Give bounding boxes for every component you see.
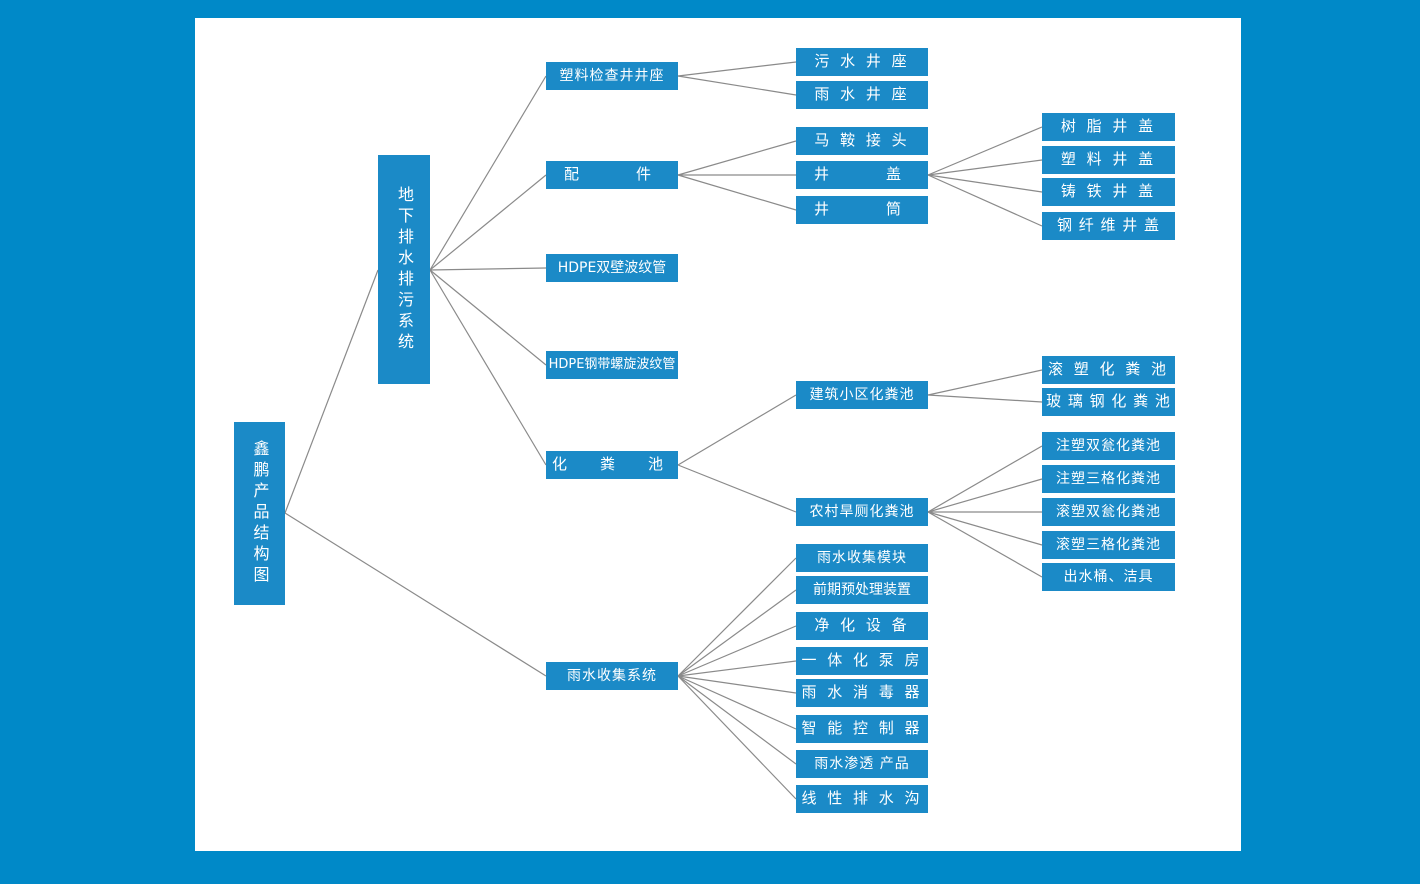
node-rotomolded-double-urn-septic[interactable]: 滚塑双瓮化粪池 <box>1042 498 1175 526</box>
node-rain-well-base-label: 雨 水 井 座 <box>814 85 910 104</box>
node-frp-septic-tank[interactable]: 玻 璃 钢 化 粪 池 <box>1042 388 1175 416</box>
node-outlet-barrel-sanitary-ware[interactable]: 出水桶、洁具 <box>1042 563 1175 591</box>
node-purification-equipment-label: 净 化 设 备 <box>814 616 910 635</box>
node-rural-toilet-septic-tank[interactable]: 农村旱厕化粪池 <box>796 498 928 526</box>
node-steel-fiber-manhole-cover-label: 钢 纤 维 井 盖 <box>1056 216 1161 235</box>
node-rainwater-infiltration-products[interactable]: 雨水渗透 产品 <box>796 750 928 778</box>
node-linear-drainage-channel-label: 线 性 排 水 沟 <box>801 789 923 808</box>
node-manhole-cover-label: 井 盖 <box>813 165 910 184</box>
node-underground-system-label: 地下排水排污系统 <box>395 185 414 354</box>
node-rotomolded-septic-tank-label: 滚 塑 化 粪 池 <box>1047 360 1170 379</box>
node-frp-septic-tank-label: 玻 璃 钢 化 粪 池 <box>1046 392 1171 411</box>
node-cast-iron-manhole-cover[interactable]: 铸 铁 井 盖 <box>1042 178 1175 206</box>
node-root-label: 鑫鹏产品结构图 <box>250 440 270 587</box>
node-pretreatment-device-label: 前期预处理装置 <box>813 581 911 598</box>
node-linear-drainage-channel[interactable]: 线 性 排 水 沟 <box>796 785 928 813</box>
node-plastic-inspection-base-label: 塑料检查井井座 <box>559 67 665 84</box>
node-resin-manhole-cover-label: 树 脂 井 盖 <box>1060 117 1157 136</box>
node-saddle-joint[interactable]: 马 鞍 接 头 <box>796 127 928 155</box>
node-well-shaft[interactable]: 井 筒 <box>796 196 928 224</box>
node-rainwater-collection-module[interactable]: 雨水收集模块 <box>796 544 928 572</box>
node-rainwater-system[interactable]: 雨水收集系统 <box>546 662 678 690</box>
node-resin-manhole-cover[interactable]: 树 脂 井 盖 <box>1042 113 1175 141</box>
node-fittings[interactable]: 配 件 <box>546 161 678 189</box>
node-rainwater-collection-module-label: 雨水收集模块 <box>817 549 907 566</box>
node-rotomolded-septic-tank[interactable]: 滚 塑 化 粪 池 <box>1042 356 1175 384</box>
node-cast-iron-manhole-cover-label: 铸 铁 井 盖 <box>1060 182 1157 201</box>
node-steel-fiber-manhole-cover[interactable]: 钢 纤 维 井 盖 <box>1042 212 1175 240</box>
node-root[interactable]: 鑫鹏产品结构图 <box>234 422 285 605</box>
node-septic-tank[interactable]: 化 粪 池 <box>546 451 678 479</box>
node-injection-three-grid-septic[interactable]: 注塑三格化粪池 <box>1042 465 1175 493</box>
node-integrated-pump-house[interactable]: 一 体 化 泵 房 <box>796 647 928 675</box>
node-saddle-joint-label: 马 鞍 接 头 <box>814 131 910 150</box>
node-community-septic-tank[interactable]: 建筑小区化粪池 <box>796 381 928 409</box>
node-integrated-pump-house-label: 一 体 化 泵 房 <box>801 651 923 670</box>
node-plastic-inspection-base[interactable]: 塑料检查井井座 <box>546 62 678 90</box>
node-rotomolded-three-grid-septic[interactable]: 滚塑三格化粪池 <box>1042 531 1175 559</box>
node-hdpe-steel-spiral-pipe-label: HDPE钢带螺旋波纹管 <box>548 357 676 373</box>
node-septic-tank-label: 化 粪 池 <box>551 455 672 474</box>
node-plastic-manhole-cover[interactable]: 塑 料 井 盖 <box>1042 146 1175 174</box>
node-smart-controller-label: 智 能 控 制 器 <box>801 719 923 738</box>
node-rotomolded-double-urn-septic-label: 滚塑双瓮化粪池 <box>1056 503 1161 520</box>
node-underground-system[interactable]: 地下排水排污系统 <box>378 155 430 384</box>
node-community-septic-tank-label: 建筑小区化粪池 <box>809 386 915 403</box>
node-hdpe-double-wall-pipe-label: HDPE双壁波纹管 <box>557 259 667 276</box>
node-hdpe-double-wall-pipe[interactable]: HDPE双壁波纹管 <box>546 254 678 282</box>
node-injection-double-urn-septic-label: 注塑双瓮化粪池 <box>1056 437 1161 454</box>
node-manhole-cover[interactable]: 井 盖 <box>796 161 928 189</box>
node-well-shaft-label: 井 筒 <box>813 200 910 219</box>
node-rotomolded-three-grid-septic-label: 滚塑三格化粪池 <box>1056 536 1161 553</box>
node-hdpe-steel-spiral-pipe[interactable]: HDPE钢带螺旋波纹管 <box>546 351 678 379</box>
node-sewage-well-base-label: 污 水 井 座 <box>814 52 910 71</box>
node-rainwater-disinfector[interactable]: 雨 水 消 毒 器 <box>796 679 928 707</box>
node-sewage-well-base[interactable]: 污 水 井 座 <box>796 48 928 76</box>
node-rural-toilet-septic-tank-label: 农村旱厕化粪池 <box>809 503 915 520</box>
node-injection-three-grid-septic-label: 注塑三格化粪池 <box>1056 470 1161 487</box>
node-pretreatment-device[interactable]: 前期预处理装置 <box>796 576 928 604</box>
node-rain-well-base[interactable]: 雨 水 井 座 <box>796 81 928 109</box>
node-rainwater-system-label: 雨水收集系统 <box>567 667 657 684</box>
node-rainwater-infiltration-products-label: 雨水渗透 产品 <box>814 755 910 772</box>
node-plastic-manhole-cover-label: 塑 料 井 盖 <box>1060 150 1157 169</box>
node-injection-double-urn-septic[interactable]: 注塑双瓮化粪池 <box>1042 432 1175 460</box>
node-outlet-barrel-sanitary-ware-label: 出水桶、洁具 <box>1063 568 1154 585</box>
node-purification-equipment[interactable]: 净 化 设 备 <box>796 612 928 640</box>
node-fittings-label: 配 件 <box>563 165 660 184</box>
node-smart-controller[interactable]: 智 能 控 制 器 <box>796 715 928 743</box>
node-rainwater-disinfector-label: 雨 水 消 毒 器 <box>801 683 923 702</box>
